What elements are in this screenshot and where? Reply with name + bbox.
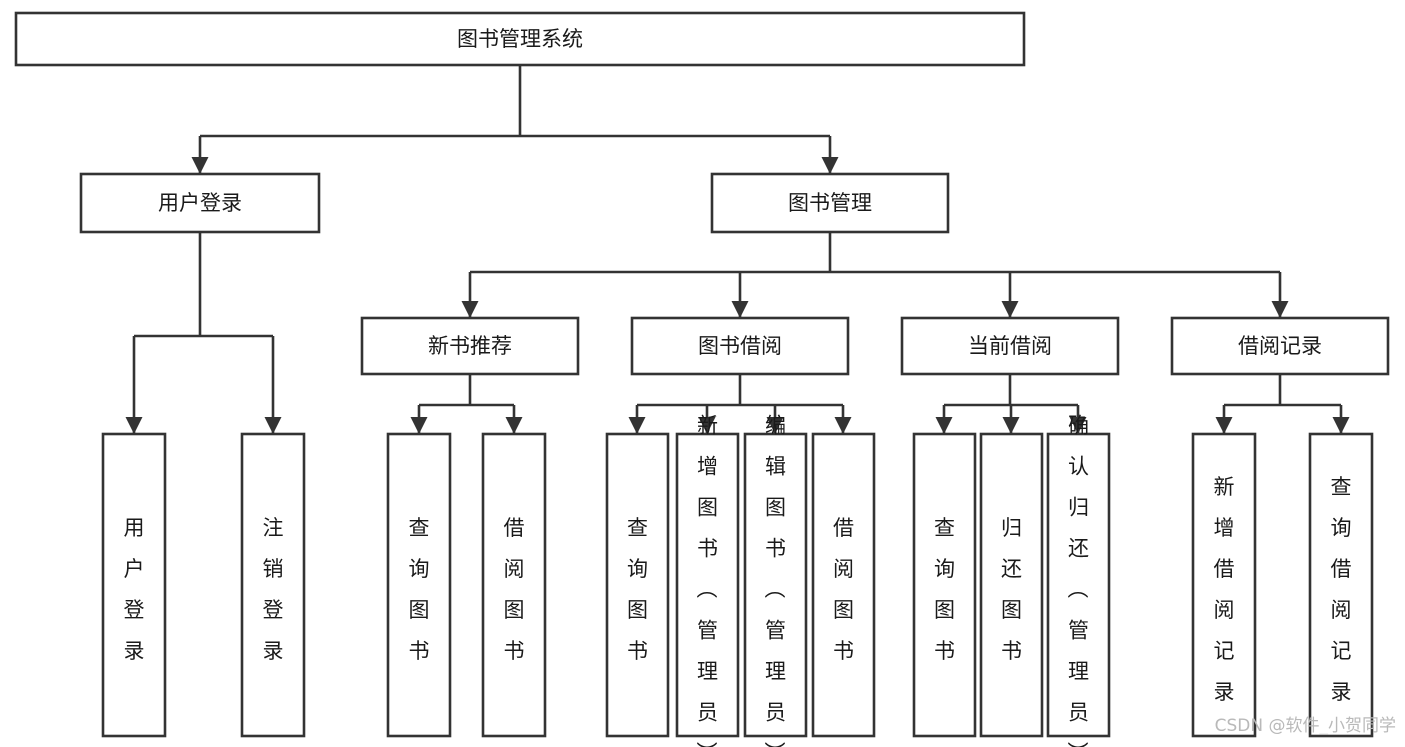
- node-label-new-book-recommend: 新书推荐: [428, 334, 512, 358]
- node-label-book-management: 图书管理: [788, 191, 872, 215]
- node-label-leaf-return-book: 归还图书: [1001, 516, 1022, 663]
- node-leaf-confirm-return-admin[interactable]: 确认归还（管理员）: [1046, 413, 1111, 747]
- node-box-leaf-borrow-book-recommend[interactable]: [481, 432, 547, 738]
- node-leaf-borrow-book[interactable]: 借阅图书: [811, 432, 876, 738]
- node-leaf-query-borrow-record[interactable]: 查询借阅记录: [1308, 432, 1374, 738]
- node-current-borrow[interactable]: 当前借阅: [900, 316, 1120, 376]
- arrow-head-icon: [264, 417, 282, 434]
- node-box-leaf-logout-login[interactable]: [240, 432, 306, 738]
- connector-bus-book-management: [461, 232, 1289, 318]
- connector-bus-borrow-record: [1215, 374, 1350, 434]
- connector-bus-root: [191, 65, 839, 174]
- arrow-head-icon: [628, 417, 646, 434]
- node-label-leaf-query-book-borrow: 查询图书: [627, 516, 648, 663]
- arrow-head-icon: [191, 157, 209, 174]
- node-leaf-query-book-borrow[interactable]: 查询图书: [605, 432, 670, 738]
- node-leaf-query-book-recommend[interactable]: 查询图书: [386, 432, 452, 738]
- node-label-borrow-record: 借阅记录: [1238, 334, 1322, 358]
- node-box-leaf-add-borrow-record[interactable]: [1191, 432, 1257, 738]
- arrow-head-icon: [1215, 417, 1233, 434]
- node-leaf-add-borrow-record[interactable]: 新增借阅记录: [1191, 432, 1257, 738]
- node-box-leaf-add-book-admin[interactable]: [675, 432, 740, 738]
- node-box-book-borrow[interactable]: [630, 316, 850, 376]
- arrow-head-icon: [1001, 301, 1019, 318]
- node-label-leaf-edit-book-admin: 编辑图书（管理员）: [765, 413, 787, 747]
- node-label-leaf-add-borrow-record: 新增借阅记录: [1214, 475, 1235, 704]
- connector-bus-current-borrow: [935, 374, 1087, 434]
- arrow-head-icon: [698, 417, 716, 434]
- arrow-head-icon: [1002, 417, 1020, 434]
- node-label-leaf-query-book-recommend: 查询图书: [409, 516, 430, 663]
- node-box-leaf-user-login[interactable]: [101, 432, 167, 738]
- node-label-book-borrow: 图书借阅: [698, 334, 782, 358]
- node-box-leaf-confirm-return-admin[interactable]: [1046, 432, 1111, 738]
- csdn-watermark: CSDN @软件_小贺同学: [1215, 716, 1396, 736]
- node-leaf-edit-book-admin[interactable]: 编辑图书（管理员）: [743, 413, 808, 747]
- node-box-new-book-recommend[interactable]: [360, 316, 580, 376]
- node-label-leaf-query-borrow-record: 查询借阅记录: [1331, 475, 1352, 704]
- node-user-login[interactable]: 用户登录: [79, 172, 321, 234]
- watermark-layer: CSDN @软件_小贺同学: [1215, 716, 1396, 736]
- arrow-head-icon: [410, 417, 428, 434]
- arrow-head-icon: [834, 417, 852, 434]
- connector-bus-book-borrow: [628, 374, 852, 434]
- node-leaf-add-book-admin[interactable]: 新增图书（管理员）: [675, 413, 740, 747]
- node-leaf-borrow-book-recommend[interactable]: 借阅图书: [481, 432, 547, 738]
- node-box-leaf-query-book-borrow[interactable]: [605, 432, 670, 738]
- node-label-leaf-add-book-admin: 新增图书（管理员）: [697, 413, 719, 747]
- node-borrow-record[interactable]: 借阅记录: [1170, 316, 1390, 376]
- arrow-head-icon: [766, 417, 784, 434]
- node-leaf-query-book-current[interactable]: 查询图书: [912, 432, 977, 738]
- node-label-leaf-logout-login: 注销登录: [263, 516, 284, 663]
- connector-bus-new-book-recommend: [410, 374, 523, 434]
- node-box-leaf-query-borrow-record[interactable]: [1308, 432, 1374, 738]
- node-box-leaf-borrow-book[interactable]: [811, 432, 876, 738]
- node-box-leaf-return-book[interactable]: [979, 432, 1044, 738]
- arrow-head-icon: [505, 417, 523, 434]
- node-label-current-borrow: 当前借阅: [968, 334, 1052, 358]
- arrow-head-icon: [461, 301, 479, 318]
- arrow-head-icon: [1271, 301, 1289, 318]
- arrow-head-icon: [731, 301, 749, 318]
- node-box-leaf-query-book-recommend[interactable]: [386, 432, 452, 738]
- connector-layer: [125, 65, 1350, 434]
- node-box-current-borrow[interactable]: [900, 316, 1120, 376]
- arrow-head-icon: [935, 417, 953, 434]
- arrow-head-icon: [1069, 417, 1087, 434]
- node-leaf-logout-login[interactable]: 注销登录: [240, 432, 306, 738]
- arrow-head-icon: [125, 417, 143, 434]
- node-new-book-recommend[interactable]: 新书推荐: [360, 316, 580, 376]
- node-root[interactable]: 图书管理系统: [14, 11, 1026, 67]
- node-leaf-user-login[interactable]: 用户登录: [101, 432, 167, 738]
- node-leaf-return-book[interactable]: 归还图书: [979, 432, 1044, 738]
- node-box-leaf-query-book-current[interactable]: [912, 432, 977, 738]
- node-box-borrow-record[interactable]: [1170, 316, 1390, 376]
- node-label-leaf-user-login: 用户登录: [124, 516, 145, 663]
- connector-bus-user-login: [125, 232, 282, 434]
- node-label-leaf-borrow-book: 借阅图书: [833, 516, 854, 663]
- node-label-leaf-borrow-book-recommend: 借阅图书: [504, 516, 525, 663]
- node-label-user-login: 用户登录: [158, 191, 242, 215]
- node-label-leaf-query-book-current: 查询图书: [934, 516, 955, 663]
- node-label-leaf-confirm-return-admin: 确认归还（管理员）: [1068, 413, 1090, 747]
- arrow-head-icon: [821, 157, 839, 174]
- node-book-management[interactable]: 图书管理: [710, 172, 950, 234]
- node-box-book-management[interactable]: [710, 172, 950, 234]
- node-layer: 图书管理系统用户登录图书管理新书推荐图书借阅当前借阅借阅记录用户登录注销登录查询…: [14, 11, 1390, 747]
- node-box-root[interactable]: [14, 11, 1026, 67]
- node-box-user-login[interactable]: [79, 172, 321, 234]
- node-label-root: 图书管理系统: [457, 27, 583, 51]
- node-book-borrow[interactable]: 图书借阅: [630, 316, 850, 376]
- node-box-leaf-edit-book-admin[interactable]: [743, 432, 808, 738]
- arrow-head-icon: [1332, 417, 1350, 434]
